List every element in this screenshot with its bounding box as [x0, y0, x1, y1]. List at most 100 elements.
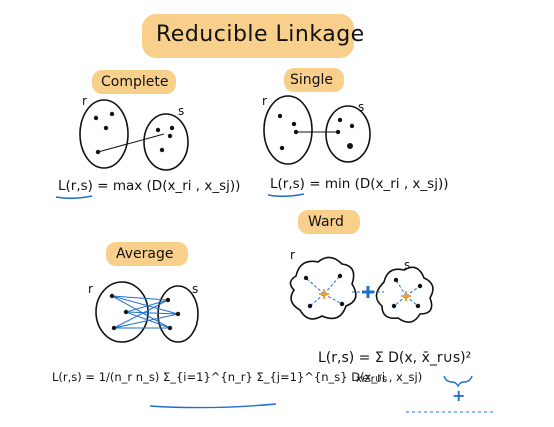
complete-cluster-s-label: s — [178, 104, 185, 118]
ward-label: Ward — [308, 214, 344, 230]
point — [95, 149, 101, 155]
ward-points — [303, 273, 423, 309]
point — [111, 325, 117, 331]
point — [347, 143, 353, 149]
point — [417, 283, 423, 289]
point — [277, 113, 283, 119]
complete-formula-lhs: L(r,s) — [58, 178, 93, 194]
complete-lhs-underline — [55, 195, 93, 200]
average-link-line — [113, 299, 169, 329]
complete-formula: L(r,s) = max (D(x_ri , x_sj)) — [58, 178, 240, 194]
ward-formula: L(r,s) = Σ D(x, x̄_r∪s)² — [318, 350, 472, 366]
point — [175, 311, 181, 317]
point — [169, 125, 175, 131]
ward-diagram — [289, 256, 434, 323]
average-link-line — [111, 295, 171, 329]
average-link-line — [113, 313, 179, 329]
average-cluster-r-label: r — [88, 282, 93, 296]
complete-cluster-s — [143, 113, 189, 171]
average-label-highlight — [106, 242, 188, 266]
ward-link-line — [323, 293, 343, 305]
average-label: Average — [116, 246, 174, 262]
ward-centroid-r — [319, 289, 329, 299]
average-formula: L(r,s) = 1/(n_r n_s) Σ_{i=1}^{n_r} Σ_{j=… — [52, 370, 423, 384]
page-title: Reducible Linkage — [156, 22, 365, 47]
title-highlight — [142, 14, 354, 58]
point — [335, 129, 341, 135]
point — [337, 117, 343, 123]
point — [279, 145, 285, 151]
point — [109, 111, 115, 117]
point — [155, 127, 161, 133]
point — [393, 277, 399, 283]
complete-label-highlight — [92, 70, 176, 94]
point — [349, 123, 355, 129]
ward-sum-subscript: x∈r∪s — [356, 374, 388, 385]
average-points — [109, 293, 181, 331]
average-link-line — [111, 295, 169, 301]
point — [109, 293, 115, 299]
ward-link-line — [323, 275, 341, 295]
ward-link-line — [405, 285, 421, 297]
single-lhs-underline — [267, 193, 305, 198]
average-link-line — [111, 295, 179, 315]
single-cluster-s — [325, 105, 371, 163]
ward-links — [305, 275, 421, 307]
average-cluster-r — [95, 281, 149, 343]
ward-plus-note: + — [452, 386, 466, 405]
complete-label: Complete — [101, 74, 169, 90]
point — [339, 301, 345, 307]
ward-link-line — [395, 279, 407, 297]
point — [103, 125, 109, 131]
single-label-highlight — [284, 68, 344, 92]
ward-cluster-s-label: s — [404, 258, 411, 272]
point — [415, 303, 421, 309]
point — [167, 133, 173, 139]
ward-plus-icon — [362, 286, 374, 298]
single-diagram — [263, 95, 371, 165]
ward-link-line — [309, 293, 325, 307]
average-diagram — [95, 281, 199, 343]
ward-label-highlight — [298, 210, 360, 234]
complete-cluster-r — [79, 99, 129, 169]
point — [165, 297, 171, 303]
point — [307, 303, 313, 309]
single-cluster-r-label: r — [262, 94, 267, 108]
single-formula: L(r,s) = min (D(x_ri , x_sj)) — [270, 176, 449, 192]
single-formula-lhs: L(r,s) — [270, 176, 305, 192]
point — [93, 115, 99, 121]
single-formula-rhs: = min (D(x_ri , x_sj)) — [309, 176, 449, 192]
average-underline — [149, 403, 277, 409]
complete-formula-rhs: = max (D(x_ri , x_sj)) — [97, 178, 241, 194]
single-cluster-r — [263, 95, 313, 165]
ward-cluster-r — [289, 256, 357, 320]
complete-link-line — [97, 133, 165, 153]
complete-points — [93, 111, 175, 155]
ward-link-line — [305, 277, 325, 295]
ward-link-line — [405, 295, 419, 307]
average-cluster-s-label: s — [192, 282, 199, 296]
ward-centroid-s — [401, 291, 411, 301]
average-links — [111, 295, 179, 329]
point — [293, 129, 299, 135]
complete-diagram — [79, 99, 189, 171]
average-link-line — [125, 311, 171, 329]
complete-cluster-r-label: r — [82, 94, 87, 108]
ward-link-line — [393, 295, 407, 307]
point — [303, 275, 309, 281]
point — [167, 325, 173, 331]
average-link-line — [125, 311, 179, 315]
single-label: Single — [290, 72, 334, 88]
single-points — [277, 113, 355, 151]
point — [337, 273, 343, 279]
ward-cluster-s — [375, 266, 434, 323]
point — [391, 303, 397, 309]
ward-centroids — [319, 289, 411, 301]
average-link-line — [125, 299, 169, 313]
point — [123, 309, 129, 315]
point — [291, 121, 297, 127]
ward-cluster-r-label: r — [290, 248, 295, 262]
point — [159, 147, 165, 153]
ward-brace — [443, 375, 473, 388]
